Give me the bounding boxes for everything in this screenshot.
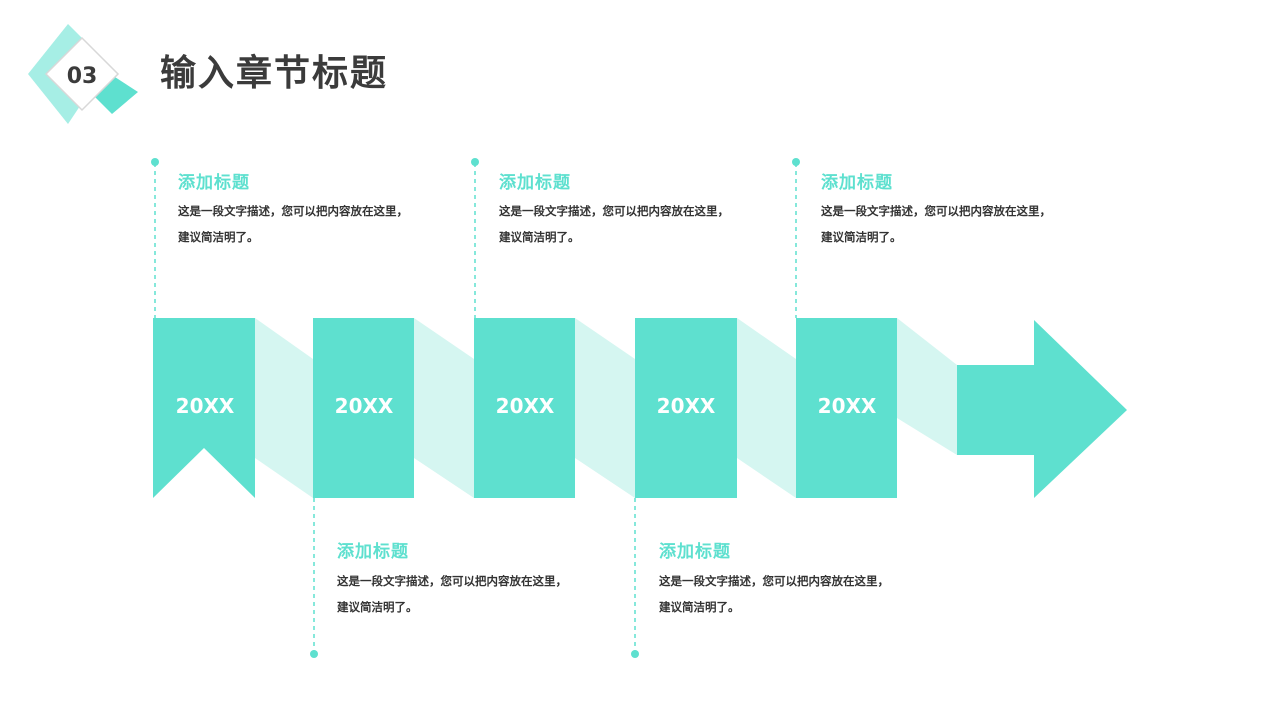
item-description-line: 这是一段文字描述，您可以把内容放在这里， (499, 204, 729, 218)
connector-ribbon (414, 318, 474, 498)
item-description-line: 这是一段文字描述，您可以把内容放在这里， (337, 574, 567, 588)
connector-ribbon (737, 318, 796, 498)
badge-number: 03 (67, 64, 98, 89)
year-block (635, 318, 737, 498)
year-block (474, 318, 575, 498)
year-label: 20XX (495, 394, 555, 418)
section-title: 输入章节标题 (160, 53, 389, 94)
year-block (313, 318, 414, 498)
year-label: 20XX (175, 394, 235, 418)
item-description-line: 建议简洁明了。 (337, 600, 418, 614)
item-description-line: 这是一段文字描述，您可以把内容放在这里， (659, 574, 889, 588)
item-description: 这是一段文字描述，您可以把内容放在这里， 建议简洁明了。 (499, 198, 789, 250)
leader-dot (631, 650, 639, 658)
item-description: 这是一段文字描述，您可以把内容放在这里， 建议简洁明了。 (337, 568, 627, 620)
item-description: 这是一段文字描述，您可以把内容放在这里， 建议简洁明了。 (821, 198, 1111, 250)
item-title: 添加标题 (178, 173, 250, 193)
item-description-line: 建议简洁明了。 (659, 600, 740, 614)
section-number-badge: 03 (28, 24, 138, 124)
connector-ribbon (255, 318, 313, 498)
item-description-line: 这是一段文字描述，您可以把内容放在这里， (178, 204, 408, 218)
item-description-line: 建议简洁明了。 (178, 230, 259, 244)
item-description-line: 建议简洁明了。 (499, 230, 580, 244)
year-label: 20XX (817, 394, 877, 418)
year-label: 20XX (656, 394, 716, 418)
item-title: 添加标题 (821, 173, 893, 193)
item-description: 这是一段文字描述，您可以把内容放在这里， 建议简洁明了。 (659, 568, 949, 620)
item-description-line: 这是一段文字描述，您可以把内容放在这里， (821, 204, 1051, 218)
year-block (796, 318, 897, 498)
connector-ribbon (575, 318, 635, 498)
timeline-arrow-head (957, 320, 1127, 498)
leader-dot (151, 158, 159, 166)
year-label: 20XX (334, 394, 394, 418)
leader-dot (792, 158, 800, 166)
leader-dot (310, 650, 318, 658)
connector-ribbon (897, 318, 957, 455)
item-description: 这是一段文字描述，您可以把内容放在这里， 建议简洁明了。 (178, 198, 468, 250)
item-title: 添加标题 (337, 542, 409, 562)
item-title: 添加标题 (499, 173, 571, 193)
badge-inner-diamond (44, 36, 120, 112)
leader-dot (471, 158, 479, 166)
item-title: 添加标题 (659, 542, 731, 562)
item-description-line: 建议简洁明了。 (821, 230, 902, 244)
year-block-ribbon-end (153, 318, 255, 498)
